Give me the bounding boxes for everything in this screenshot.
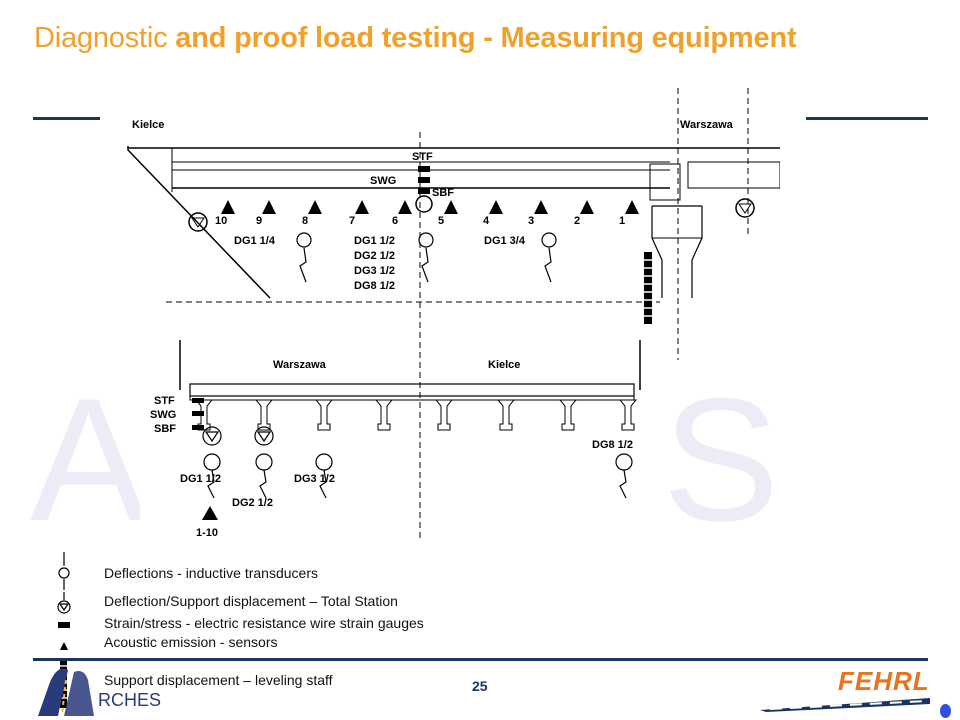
load-position-marker xyxy=(221,200,235,214)
arches-logo-text: RCHES xyxy=(98,690,162,710)
load-position-marker xyxy=(398,200,412,214)
girder xyxy=(558,399,578,431)
load-position-marker xyxy=(262,200,276,214)
load-position-label: 4 xyxy=(483,215,490,227)
girder xyxy=(496,399,516,431)
label-kielce-bottom: Kielce xyxy=(488,359,520,371)
acoustic-sensor-icon xyxy=(60,642,68,650)
transducer-icon xyxy=(58,552,70,590)
girders xyxy=(194,399,638,431)
load-position-label: 2 xyxy=(574,215,580,227)
fehrl-logo: FEHRL xyxy=(838,666,930,696)
legend-acoustic: Acoustic emission - sensors xyxy=(104,634,278,650)
label-sbf-top: SBF xyxy=(432,187,454,199)
label-swg-top: SWG xyxy=(370,175,396,187)
title-rule-left xyxy=(33,117,103,120)
title-rule-right xyxy=(806,117,928,120)
label-staff-range: 1-10 xyxy=(196,527,218,539)
fehrl-road-icon xyxy=(760,698,930,712)
girder xyxy=(194,399,214,431)
load-position-marker xyxy=(444,200,458,214)
label-dg3-12-bottom: DG3 1/2 xyxy=(294,473,335,485)
load-position-label: 7 xyxy=(349,215,355,227)
total-station-icon xyxy=(57,592,71,614)
girder xyxy=(314,399,334,431)
label-dg1-34: DG1 3/4 xyxy=(484,235,526,247)
legend-transducers: Deflections - inductive transducers xyxy=(104,565,318,581)
load-position-marker xyxy=(534,200,548,214)
load-position-marker xyxy=(308,200,322,214)
load-position-marker xyxy=(355,200,369,214)
load-position-marker xyxy=(580,200,594,214)
leveling-staff-marker xyxy=(202,506,218,520)
legend-total-station: Deflection/Support displacement – Total … xyxy=(104,593,398,609)
label-dg8-12-top: DG8 1/2 xyxy=(354,280,395,292)
label-kielce-top: Kielce xyxy=(132,119,164,131)
label-dg3-12-top: DG3 1/2 xyxy=(354,265,395,277)
label-dg1-12-top: DG1 1/2 xyxy=(354,235,395,247)
load-position-label: 6 xyxy=(392,215,398,227)
label-stf-bottom: STF xyxy=(154,395,175,407)
label-swg-bottom: SWG xyxy=(150,409,176,421)
cross-section-diagram: Warszawa Kielce STF SWG SBF DG1 1/2 DG2 … xyxy=(140,332,670,547)
legend-strain-gauges: Strain/stress - electric resistance wire… xyxy=(104,615,424,631)
girder xyxy=(618,399,638,431)
label-sbf-bottom: SBF xyxy=(154,423,176,435)
girder xyxy=(374,399,394,431)
title-bold: and proof load testing - Measuring equip… xyxy=(175,22,797,54)
load-position-marker xyxy=(625,200,639,214)
footer-rule xyxy=(33,658,928,661)
girder xyxy=(434,399,454,431)
legend-leveling-staff: Support displacement – leveling staff xyxy=(104,672,333,688)
arches-logo-icon xyxy=(38,668,94,716)
label-dg2-12-top: DG2 1/2 xyxy=(354,250,395,262)
load-position-label: 3 xyxy=(528,215,534,227)
label-dg1-14: DG1 1/4 xyxy=(234,235,276,247)
nav-dot[interactable] xyxy=(940,704,951,718)
label-warszawa-top: Warszawa xyxy=(680,119,734,131)
slide-title: Diagnostic and proof load testing - Meas… xyxy=(34,22,797,55)
load-position-label: 8 xyxy=(302,215,308,227)
load-position-label: 1 xyxy=(619,215,625,227)
load-position-marker xyxy=(489,200,503,214)
load-position-label: 9 xyxy=(256,215,262,227)
label-dg8-12-bottom: DG8 1/2 xyxy=(592,439,633,451)
page-number: 25 xyxy=(472,678,488,694)
strain-gauge-icon xyxy=(58,622,70,628)
load-position-label: 10 xyxy=(215,215,227,227)
label-warszawa-bottom: Warszawa xyxy=(273,359,327,371)
label-stf-top: STF xyxy=(412,151,433,163)
load-position-label: 5 xyxy=(438,215,444,227)
label-dg2-12-bottom: DG2 1/2 xyxy=(232,497,273,509)
title-light: Diagnostic xyxy=(34,22,176,54)
label-dg1-12-bottom: DG1 1/2 xyxy=(180,473,221,485)
load-positions: 10 9 8 7 6 5 4 3 2 1 xyxy=(215,200,639,227)
